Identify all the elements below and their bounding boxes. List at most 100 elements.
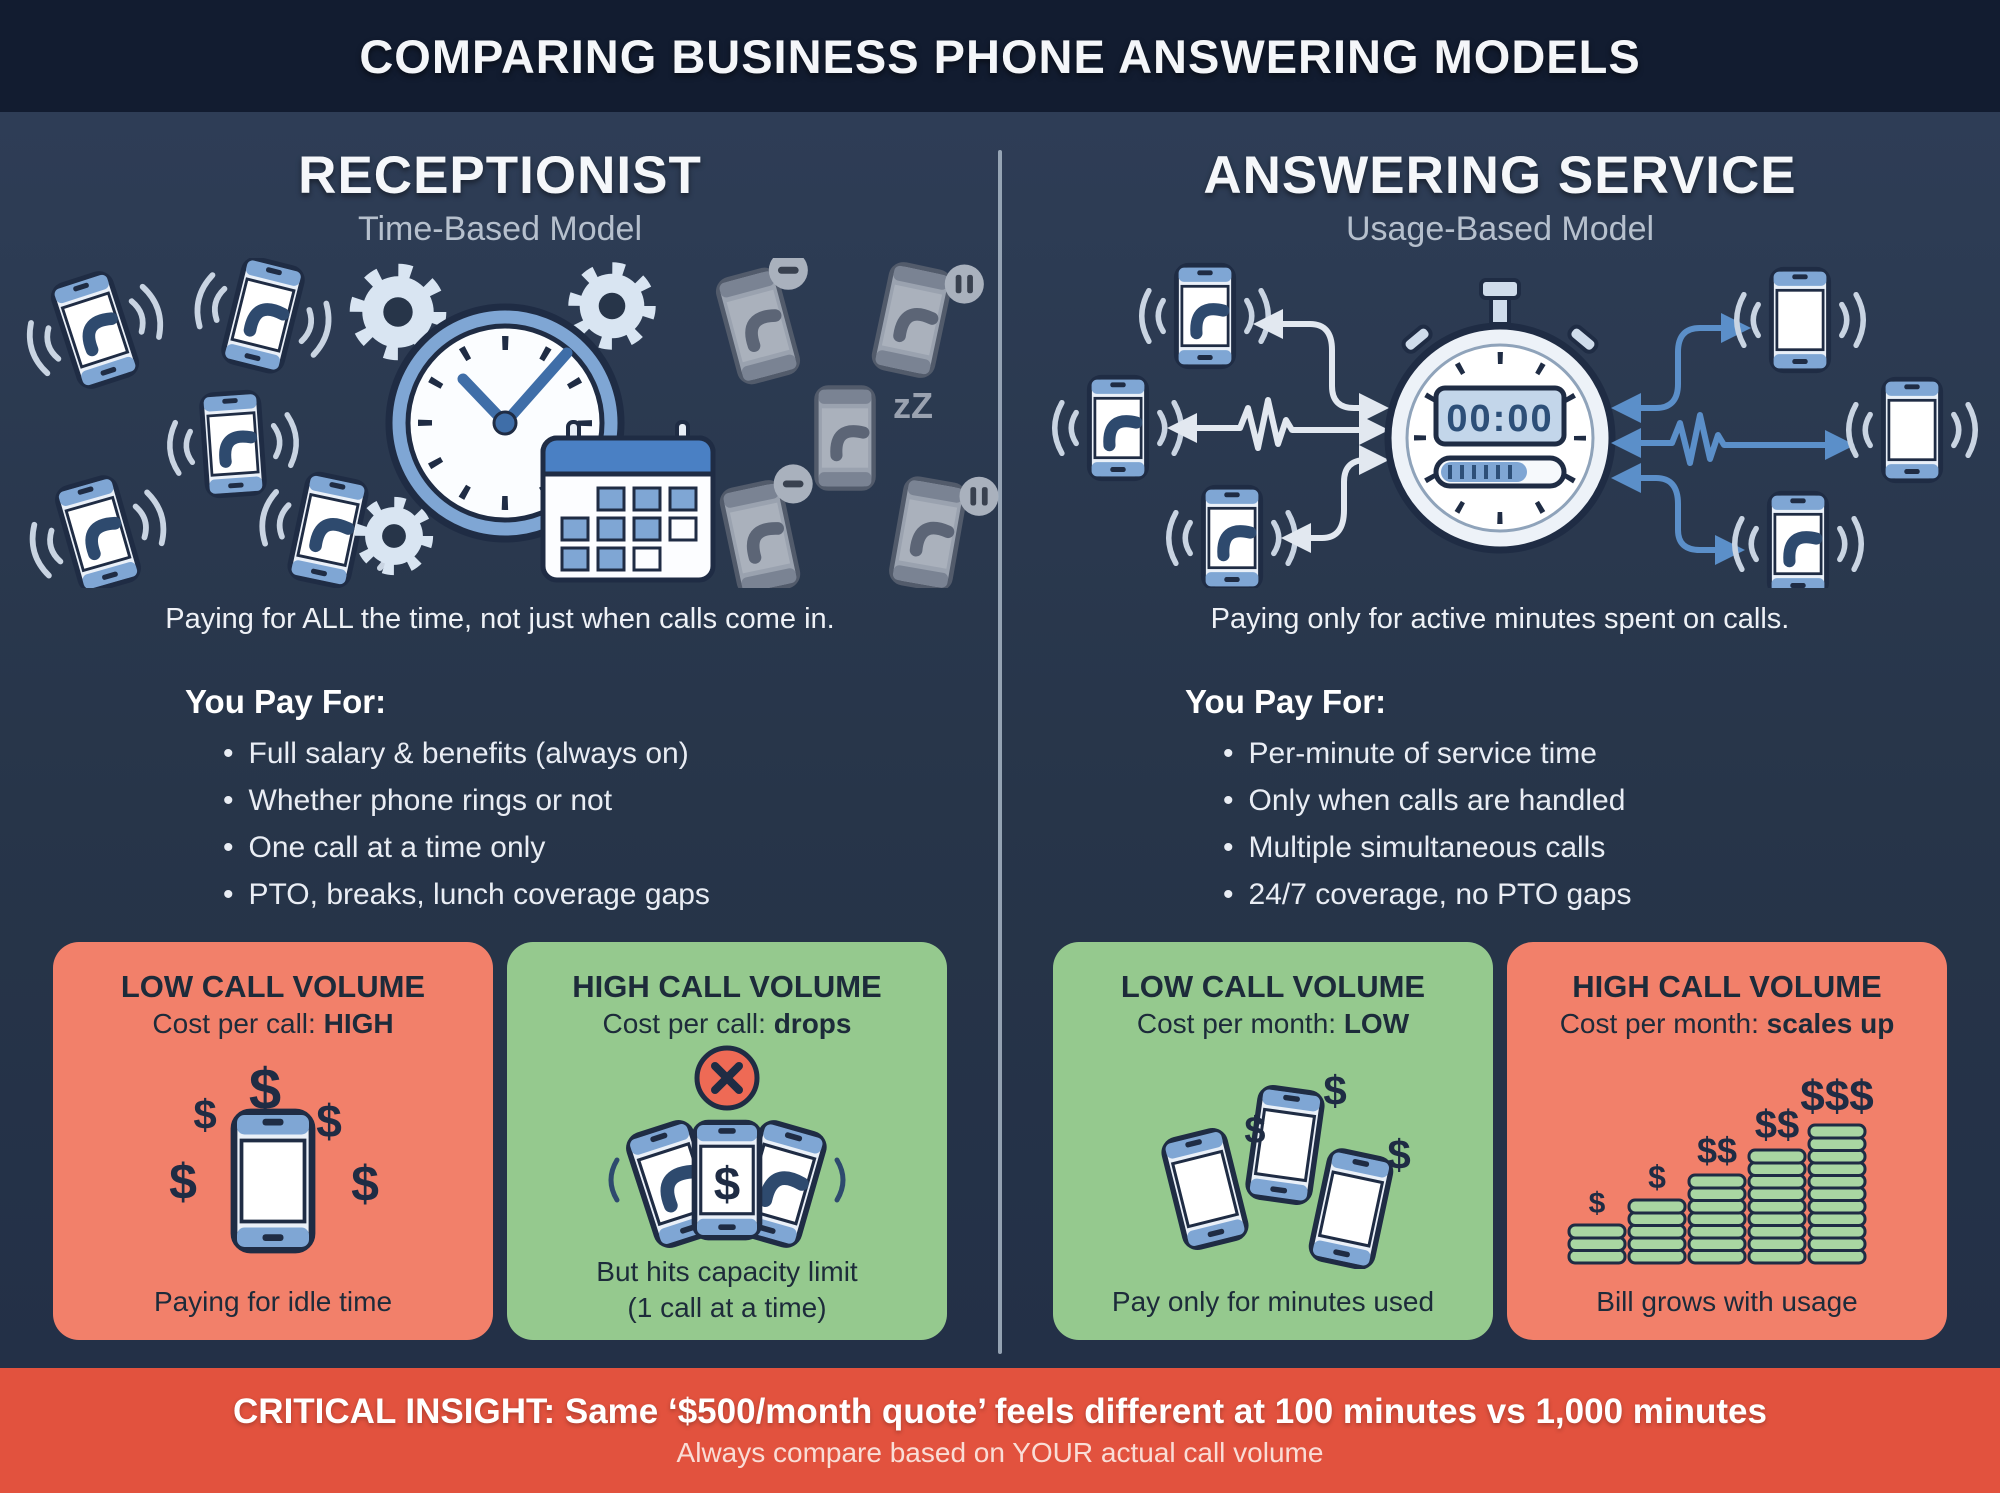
card-high-volume-receptionist: HIGH CALL VOLUME Cost per call: drops [507,942,947,1340]
card-title: HIGH CALL VOLUME [572,969,882,1004]
dollar-sign: $ [169,1154,197,1210]
card-cost: Cost per call: HIGH [152,1006,393,1042]
coin-stack [1807,1123,1867,1265]
cost-label: Cost per call: [152,1008,316,1039]
pay-for-item: 24/7 coverage, no PTO gaps [1223,871,1632,918]
stopwatch-display: 00:00 [1446,398,1553,440]
outgoing-arrow [1611,463,1745,565]
coin-stack [1567,1223,1627,1265]
comparison-columns: RECEPTIONIST Time-Based Model [0,112,2000,1368]
growing-bill-icon: $ $ $$ $$ $$$ [1562,1042,1892,1284]
page-title: COMPARING BUSINESS PHONE ANSWERING MODEL… [359,29,1641,83]
pay-for-item: Full salary & benefits (always on) [223,730,710,777]
ringing-phone-icon [1169,487,1296,588]
banner-subtext: Always compare based on YOUR actual call… [676,1436,1324,1468]
pay-for-list: Per-minute of service time Only when cal… [1185,730,1632,918]
phone-icon [1309,1149,1393,1269]
answering-service-subheading: Usage-Based Model [1345,210,1655,248]
dollar-sign: $ [714,1158,740,1211]
dollar-sign: $ [351,1156,379,1212]
incoming-arrow [1281,445,1389,553]
incoming-arrow [1253,309,1389,423]
coin-stack [1627,1198,1687,1265]
answering-service-heading: ANSWERING SERVICE [1203,146,1797,205]
receptionist-illustration: zZ [0,258,999,588]
dollar-sign: $ [249,1063,281,1122]
cost-value: drops [773,1008,852,1039]
card-title: HIGH CALL VOLUME [1572,969,1882,1004]
dollar-sign: $ [193,1091,216,1138]
cost-value: LOW [1343,1008,1410,1039]
cost-label: Cost per call: [602,1008,766,1039]
ringing-phone-icon [186,258,340,382]
pay-for-label: You Pay For: [185,683,387,720]
capacity-limit-icon: $ [577,1042,877,1254]
sleeping-phone-icon [816,387,873,488]
gear-icon [576,270,648,342]
dollar-label: $ [1589,1187,1606,1220]
incoming-wave-arrow [1167,397,1389,451]
pay-for-item: Multiple simultaneous calls [1223,824,1632,871]
card-low-volume-receptionist: LOW CALL VOLUME Cost per call: HIGH $ $ … [53,942,493,1340]
paused-phone-icon [872,258,984,386]
dollar-label: $ [1648,1159,1666,1195]
outgoing-arrow [1611,313,1751,423]
ring-arc [834,1157,846,1203]
pay-for-item: PTO, breaks, lunch coverage gaps [223,871,710,918]
coin-stack [1747,1148,1807,1265]
cost-value: HIGH [323,1008,394,1039]
muted-phone-icon [711,258,808,385]
dollar-phone-icon: $ [695,1123,760,1238]
phone-icon [1161,1128,1248,1250]
minutes-used-icon: $ $ $ [1123,1042,1423,1284]
dollar-sign: $ [316,1095,342,1147]
coin-stack [1687,1173,1747,1265]
ringing-phone-icon [16,259,174,400]
gear-icon [362,504,427,569]
card-title: LOW CALL VOLUME [1120,969,1426,1004]
phone-dollars-icon: $ $ $ $ $ [143,1042,403,1284]
ring-arc [608,1157,620,1203]
answering-service-cards: LOW CALL VOLUME Cost per month: LOW $ $ … [1053,942,1947,1340]
cost-value: scales up [1766,1008,1895,1039]
dollar-label: $$$ [1800,1072,1873,1121]
dollar-sign: $ [1387,1131,1410,1178]
receptionist-heading: RECEPTIONIST [298,146,702,205]
pay-for-list: Full salary & benefits (always on) Wheth… [185,730,710,918]
cost-label: Cost per month: [1559,1008,1759,1039]
ringing-phone-icon [1055,377,1182,478]
card-high-volume-service: HIGH CALL VOLUME Cost per month: scales … [1507,942,1947,1340]
card-cost: Cost per call: drops [603,1006,852,1042]
answering-service-illustration: 00:00 [1000,258,2000,588]
dollar-sign: $ [1323,1067,1346,1114]
answered-phone-icon [1737,269,1864,370]
card-footer: Paying for idle time [153,1286,393,1317]
card-footer: But hits capacity limit (1 call at a tim… [596,1256,858,1323]
dollar-label: $$ [1755,1103,1800,1147]
phone-icon [234,1112,312,1250]
answered-phone-icon [1735,493,1862,588]
answering-service-column: ANSWERING SERVICE Usage-Based Model [1000,112,2000,1368]
receptionist-subheading: Time-Based Model [357,210,643,248]
sleep-zz-glyph: zZ [893,385,933,426]
stopwatch-icon: 00:00 [1384,278,1616,554]
title-bar: COMPARING BUSINESS PHONE ANSWERING MODEL… [0,0,2000,112]
receptionist-caption: Paying for ALL the time, not just when c… [165,603,835,635]
calendar-icon [540,420,716,583]
card-low-volume-service: LOW CALL VOLUME Cost per month: LOW $ $ … [1053,942,1493,1340]
x-badge-icon [694,1045,760,1111]
card-footer: Bill grows with usage [1596,1286,1858,1317]
ringing-phone-icon [166,389,299,499]
banner-headline: CRITICAL INSIGHT: Same ‘$500/month quote… [233,1391,1767,1431]
pay-for-item: Whether phone rings or not [223,777,710,824]
ringing-phone-icon [20,465,176,588]
answering-service-caption: Paying only for active minutes spent on … [1210,603,1790,635]
dollar-sign: $ [1244,1110,1265,1152]
column-divider [998,150,1002,1354]
dollar-label: $$ [1697,1130,1737,1171]
receptionist-cards: LOW CALL VOLUME Cost per call: HIGH $ $ … [53,942,947,1340]
pay-for-item: Only when calls are handled [1223,777,1632,824]
card-cost: Cost per month: scales up [1560,1006,1895,1042]
receptionist-pay-for: You Pay For: Full salary & benefits (alw… [185,680,710,918]
cost-label: Cost per month: [1136,1008,1337,1039]
